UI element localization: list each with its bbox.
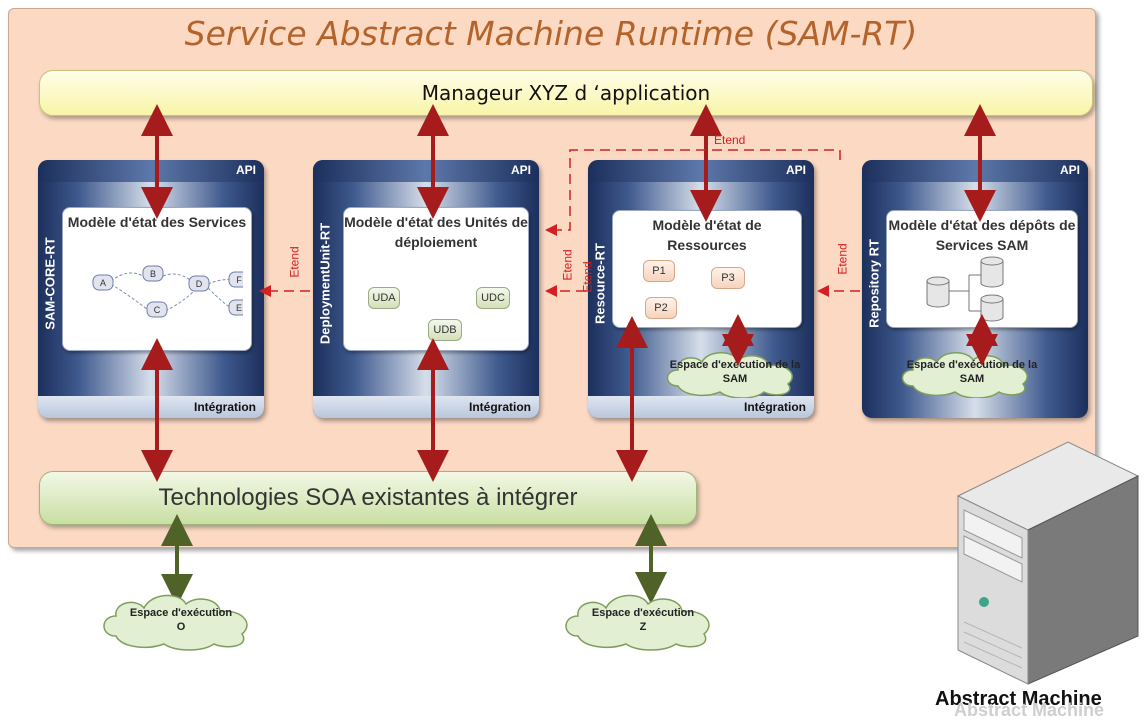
application-manager-bar: Manageur XYZ d ‘application <box>39 70 1093 116</box>
cloud-icon <box>666 352 793 398</box>
node-label: F <box>236 275 242 285</box>
cloud-line-1: Espace d'exécution <box>129 607 233 619</box>
cloud-icon <box>565 594 710 651</box>
extends-label: Etend <box>835 243 850 275</box>
integration-label: Intégration <box>469 400 531 414</box>
server-icon <box>956 441 1140 685</box>
api-label: API <box>235 163 256 177</box>
cloud-line-2: O <box>176 621 186 633</box>
repositories-state-model: Modèle d'état des dépôts de Services SAM <box>886 210 1078 328</box>
integration-label: Intégration <box>194 400 256 414</box>
execution-space-z-label: Espace d'exécution Z <box>570 606 716 634</box>
model-title: Modèle d'état de Ressources <box>652 217 762 253</box>
node-label: A <box>100 278 106 288</box>
deployment-unit-item: UDA <box>368 287 400 309</box>
node-label: E <box>236 303 242 313</box>
model-title: Modèle d'état des dépôts de Services SAM <box>888 217 1076 253</box>
model-title: Modèle d'état des Unités de déploiement <box>344 214 528 250</box>
cloud-line-1: Espace d'exécution <box>591 607 695 619</box>
api-label: API <box>1059 163 1080 177</box>
service-graph: A B C D F E <box>92 265 243 318</box>
resources-state-model: Modèle d'état de Ressources P1 P3 P2 <box>612 210 802 328</box>
node-label: C <box>154 305 161 315</box>
execution-space-o-label: Espace d'exécution O <box>108 606 254 634</box>
diagram-title: Service Abstract Machine Runtime (SAM-RT… <box>184 14 918 53</box>
integration-label: Intégration <box>744 400 806 414</box>
resource-item: P2 <box>645 297 677 319</box>
extends-label: Etend <box>560 249 575 281</box>
node-label: D <box>196 279 203 289</box>
deployment-unit-item: UDC <box>476 287 510 309</box>
cloud-line-2: Z <box>639 621 647 633</box>
abstract-machine-label: Abstract Machine <box>935 688 1102 710</box>
services-state-model: Modèle d'état des Services A B C D F E <box>62 207 252 351</box>
node-label: B <box>150 269 156 279</box>
resource-item: P3 <box>711 267 745 289</box>
deployment-units-state-model: Modèle d'état des Unités de déploiement … <box>343 207 529 351</box>
api-label: API <box>510 163 531 177</box>
model-title: Modèle d'état des Services <box>67 214 247 230</box>
extends-label: Etend <box>580 261 595 293</box>
extends-label: Etend <box>714 133 746 147</box>
abstract-machine-reflection: Abstract Machine <box>954 700 1105 720</box>
api-label: API <box>785 163 806 177</box>
cloud-icon <box>103 594 248 651</box>
extends-label: Etend <box>287 246 302 278</box>
resource-item: P1 <box>643 260 675 282</box>
